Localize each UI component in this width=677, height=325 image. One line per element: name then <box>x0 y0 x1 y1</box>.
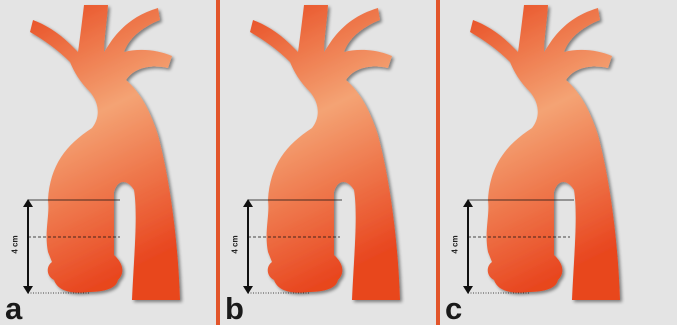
measurement-label: 4 cm <box>11 235 20 253</box>
aorta-shape <box>470 5 620 300</box>
aorta-shape <box>250 5 400 300</box>
aorta-illustration-c <box>440 0 677 325</box>
measurement-label: 4 cm <box>231 235 240 253</box>
aorta-illustration-a <box>0 0 216 325</box>
aorta-illustration-b <box>220 0 436 325</box>
panel-a: 4 cm a <box>0 0 216 325</box>
panel-b: 4 cm b <box>220 0 436 325</box>
panel-letter: a <box>5 293 22 324</box>
aorta-shape <box>30 5 180 300</box>
panel-letter: b <box>225 293 244 324</box>
panel-c: 4 cm c <box>440 0 677 325</box>
panel-letter: c <box>445 293 462 324</box>
measurement-label: 4 cm <box>451 235 460 253</box>
